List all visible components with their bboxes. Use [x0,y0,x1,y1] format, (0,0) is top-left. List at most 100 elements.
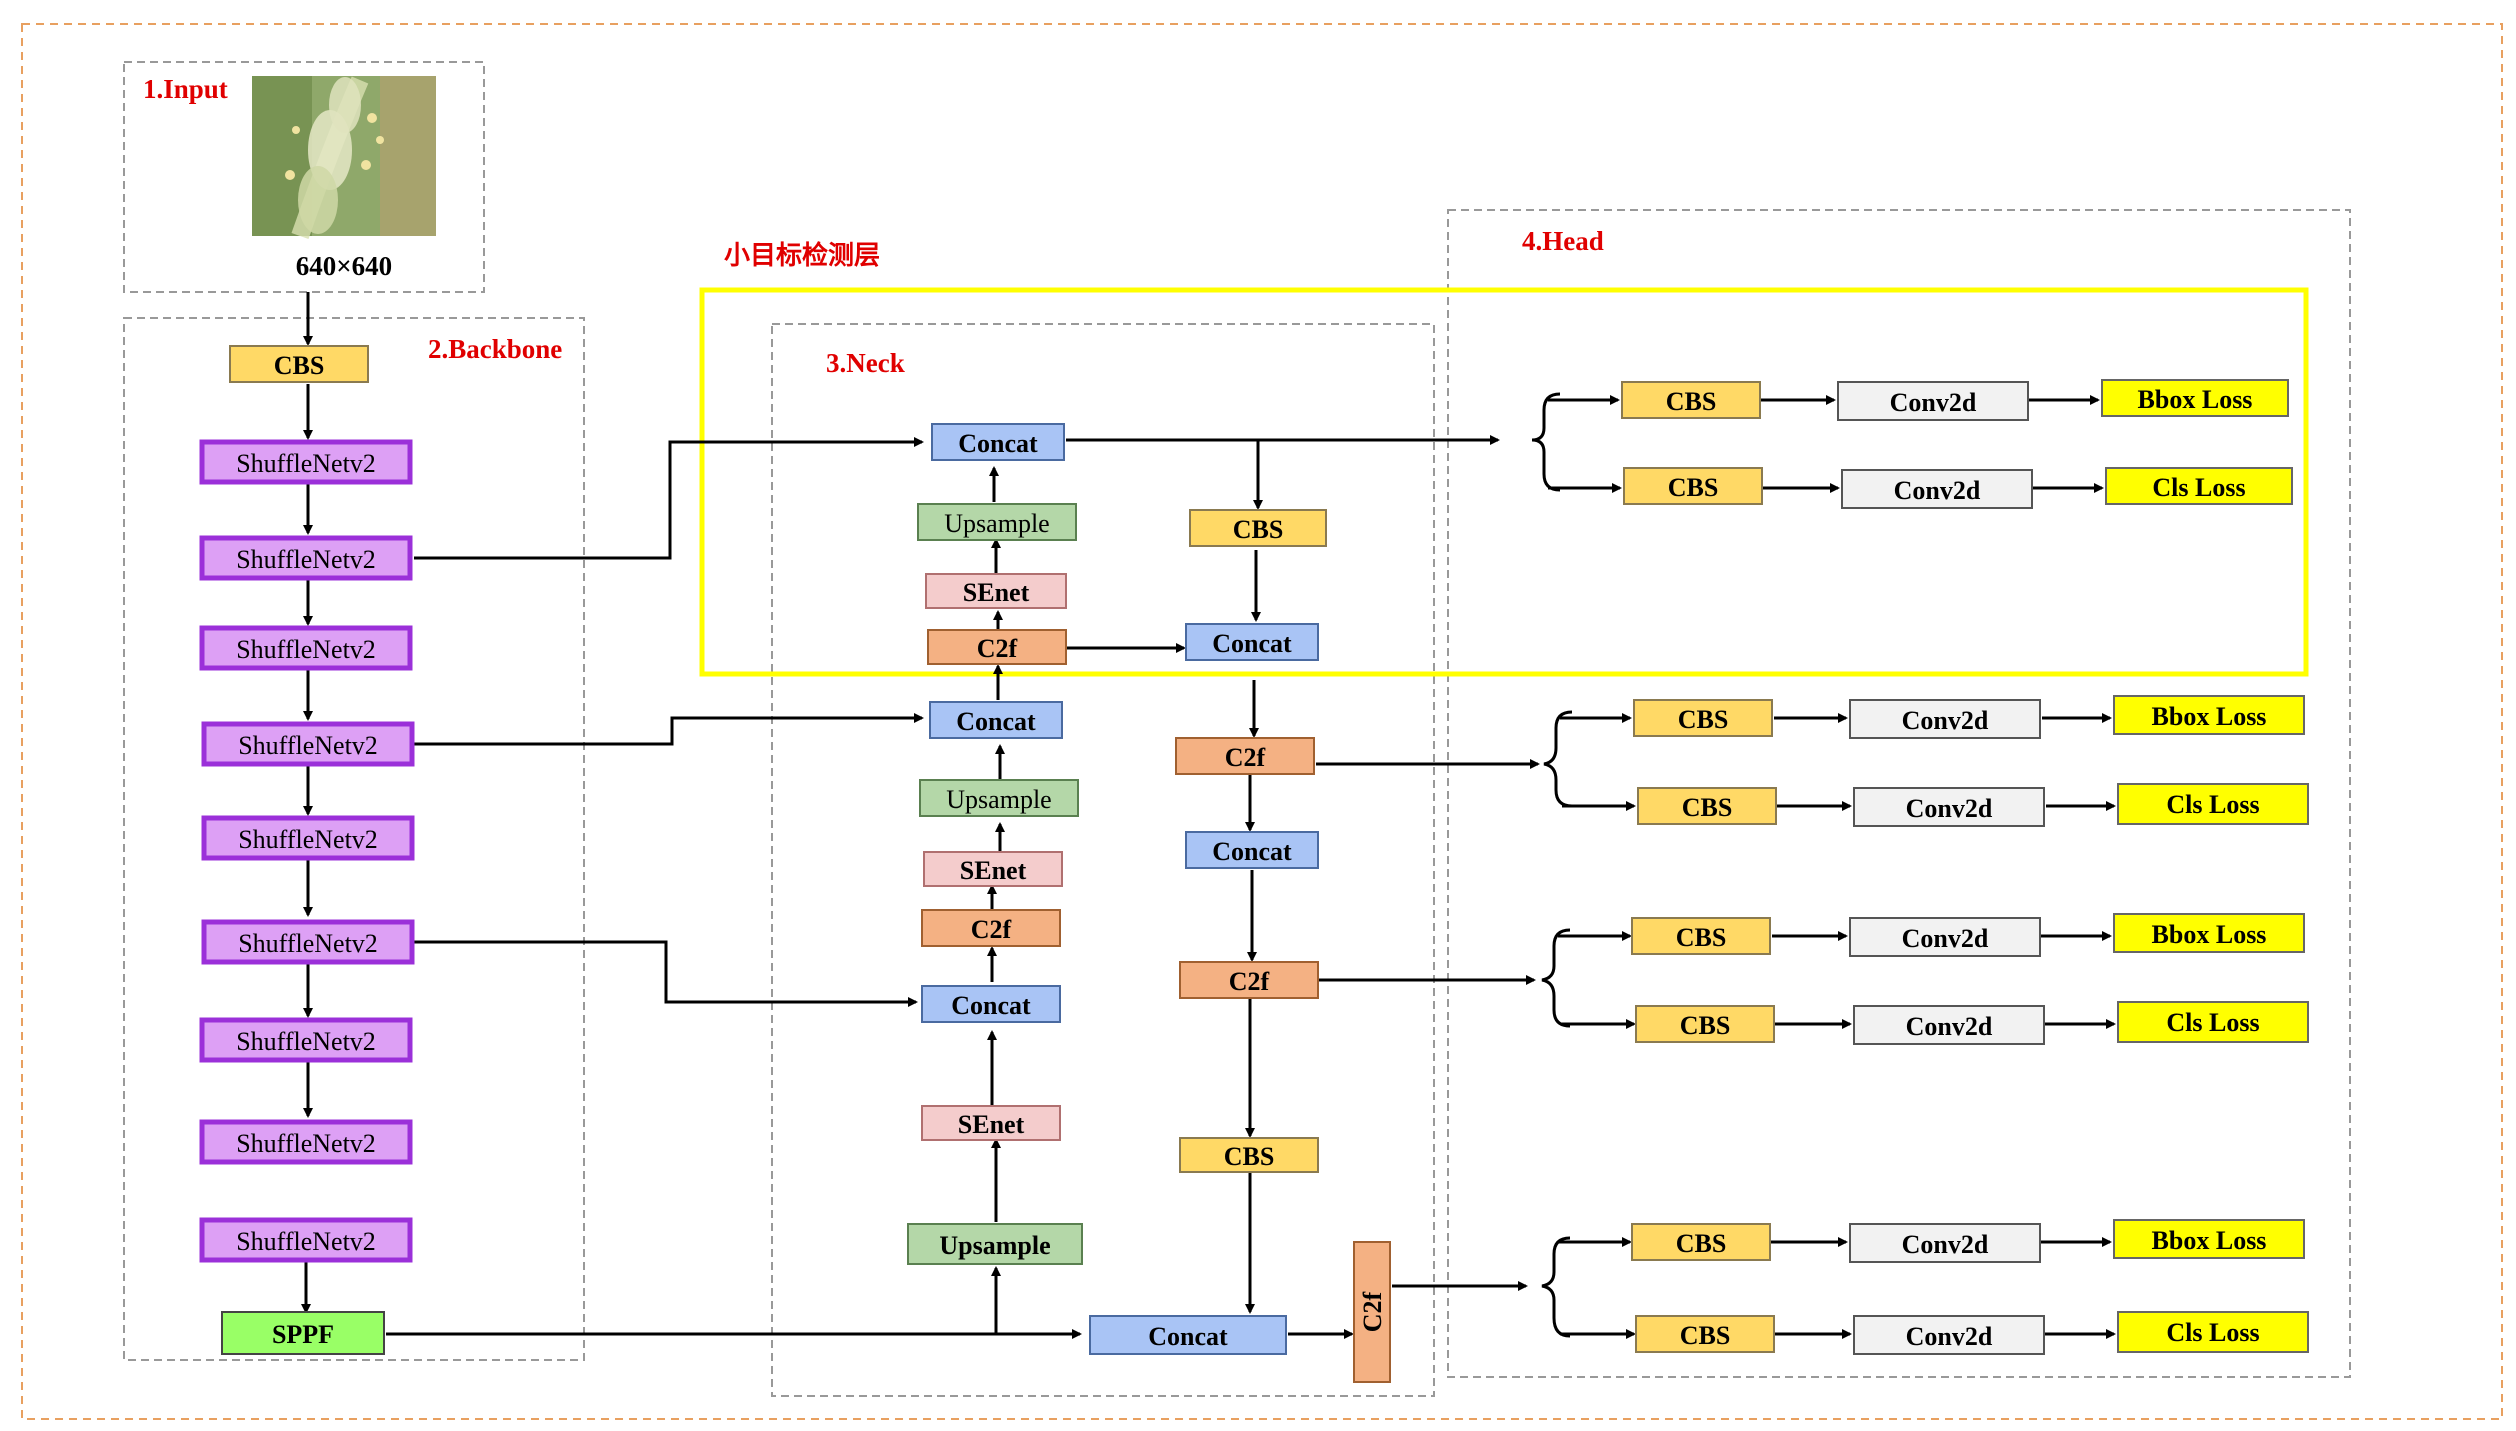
head2-cbs-bbox [1633,699,1773,737]
head2-cbs-cls [1637,787,1777,825]
head-blocks: CBS Conv2d Bbox Loss CBS Conv2d Cls Loss… [1621,379,2309,1355]
head3-bbox-loss-label: Bbox Loss [2152,920,2267,949]
neck-cbs-1-label: CBS [1233,515,1284,544]
connection-lines [301,292,2116,1339]
head4-bbox-loss [2113,1219,2305,1259]
neck-c2f-1-label: C2f [977,634,1018,663]
shufflenet-3-label: ShuffleNetv2 [236,635,376,664]
neck-concat-5-label: Concat [1212,837,1292,866]
neck-senet-2-label: SEnet [960,856,1027,885]
head4-cbs-bbox-label: CBS [1676,1229,1727,1258]
neck-concat-4 [1185,623,1319,661]
neck-upsample-3-label: Upsample [939,1231,1050,1260]
head2-conv2d-bbox [1849,699,2041,739]
head1-conv2d-cls [1841,469,2033,509]
shufflenet-4-label: ShuffleNetv2 [238,731,378,760]
neck-concat-3-label: Concat [951,991,1031,1020]
neck-senet-1 [925,573,1067,609]
head3-conv2d-cls [1853,1005,2045,1045]
neck-title: 3.Neck [826,348,905,378]
small-target-box [699,287,2309,677]
head3-cls-loss-label: Cls Loss [2166,1008,2259,1037]
shufflenet-1-label: ShuffleNetv2 [236,449,376,478]
shufflenet-4 [201,721,415,767]
neck-c2f-3 [1175,737,1315,775]
neck-c2f-4-label: C2f [1229,967,1270,996]
head1-conv2d-cls-label: Conv2d [1894,476,1981,505]
head4-conv2d-bbox-label: Conv2d [1902,1230,1989,1259]
neck-c2f-3-label: C2f [1225,743,1266,772]
neck-c2f-vertical [1353,1241,1391,1383]
shufflenet-2-label: ShuffleNetv2 [236,545,376,574]
neck-cbs-2 [1179,1137,1319,1173]
neck-c2f-vertical-label: C2f [1358,1291,1387,1332]
neck-frame [771,323,1435,1397]
small-target-title: 小目标检测层 [724,240,880,271]
head1-cbs-cls-label: CBS [1668,473,1719,502]
head1-conv2d-bbox-label: Conv2d [1890,388,1977,417]
neck-concat-2 [929,701,1063,739]
head4-cls-loss [2117,1311,2309,1353]
neck-c2f-4 [1179,961,1319,999]
head4-cls-loss-label: Cls Loss [2166,1318,2259,1347]
neck-c2f-1 [927,629,1067,665]
head-braces [1531,392,1573,1338]
backbone-cbs [229,345,369,383]
shufflenet-7 [199,1017,413,1063]
neck-senet-1-label: SEnet [963,578,1030,607]
shufflenet-8-label: ShuffleNetv2 [236,1129,376,1158]
head4-conv2d-cls [1853,1315,2045,1355]
input-frame [123,61,485,293]
head1-cbs-bbox-label: CBS [1666,387,1717,416]
head2-conv2d-bbox-label: Conv2d [1902,706,1989,735]
head3-cls-loss [2117,1001,2309,1043]
head2-cbs-bbox-label: CBS [1678,705,1729,734]
head1-cls-loss-label: Cls Loss [2152,473,2245,502]
neck-concat-3 [921,985,1061,1023]
wheat-image [252,76,436,239]
head3-bbox-loss [2113,913,2305,953]
head-title: 4.Head [1522,226,1604,256]
neck-concat-6 [1089,1315,1287,1355]
head1-cbs-cls [1623,467,1763,505]
shufflenet-5-label: ShuffleNetv2 [238,825,378,854]
head4-cbs-cls [1635,1315,1775,1353]
sppf-label: SPPF [272,1320,334,1349]
head2-cls-loss-label: Cls Loss [2166,790,2259,819]
head2-conv2d-cls [1853,787,2045,827]
shufflenet-1 [199,439,413,485]
shufflenet-5 [201,815,415,861]
head4-conv2d-bbox [1849,1223,2041,1263]
head2-cbs-cls-label: CBS [1682,793,1733,822]
neck-senet-2 [923,851,1063,887]
neck-senet-3 [921,1105,1061,1141]
sppf-block [221,1311,385,1355]
neck-c2f-2 [921,909,1061,947]
head3-cbs-cls [1635,1005,1775,1043]
shufflenet-2 [199,535,413,581]
head1-conv2d-bbox [1837,381,2029,421]
shufflenet-6 [201,919,415,965]
neck-upsample-2-label: Upsample [946,785,1051,814]
neck-concat-4-label: Concat [1212,629,1292,658]
head2-cls-loss [2117,783,2309,825]
backbone-title: 2.Backbone [428,334,562,364]
backbone-blocks: CBS ShuffleNetv2 ShuffleNetv2 ShuffleNet… [199,345,415,1355]
head-frame [1447,209,2351,1378]
head4-conv2d-cls-label: Conv2d [1906,1322,1993,1351]
head3-conv2d-bbox [1849,917,2041,957]
neck-senet-3-label: SEnet [958,1110,1025,1139]
head3-cbs-bbox [1631,917,1771,955]
neck-blocks: Concat Upsample SEnet C2f Concat Upsampl… [907,423,1391,1383]
neck-c2f-2-label: C2f [971,915,1012,944]
neck-upsample-2 [919,779,1079,817]
head4-cbs-cls-label: CBS [1680,1321,1731,1350]
head2-bbox-loss-label: Bbox Loss [2152,702,2267,731]
head3-conv2d-bbox-label: Conv2d [1902,924,1989,953]
shufflenet-8 [199,1119,413,1165]
shufflenet-7-label: ShuffleNetv2 [236,1027,376,1056]
head3-cbs-bbox-label: CBS [1676,923,1727,952]
shufflenet-3 [199,625,413,671]
